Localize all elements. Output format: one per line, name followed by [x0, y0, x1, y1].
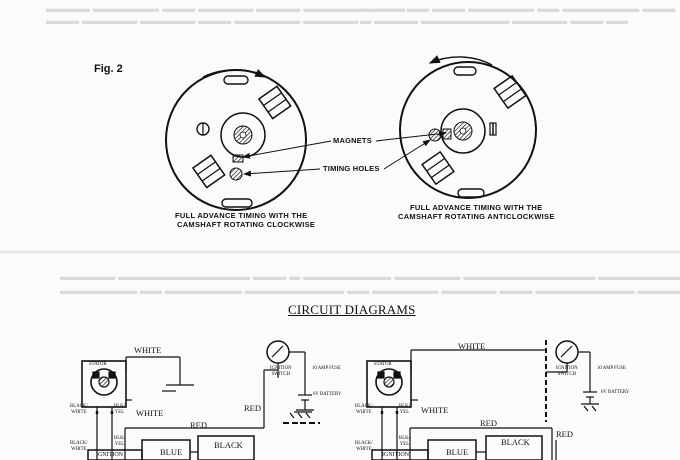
fuse-label: 10 AMP FUSE [312, 366, 341, 371]
figure-label: Fig. 2 [94, 63, 123, 75]
wire-label-black-white-low: BLACK/WHITE [70, 441, 88, 452]
wire-label-black-white: BLACK/WHITE [70, 404, 88, 415]
right-caption-line1: FULL ADVANCE TIMING WITH THE [410, 203, 543, 212]
ignition-module-label: IGNITION [382, 452, 409, 458]
wire-label-blk-yel-low: BLK/YEL [399, 436, 410, 447]
magnets-callout: MAGNETS [333, 136, 372, 145]
left-caption-line2: CAMSHAFT ROTATING CLOCKWISE [177, 220, 316, 229]
timing-holes-callout: TIMING HOLES [323, 164, 380, 173]
right-circuit [366, 340, 599, 460]
wire-label-white: WHITE [136, 408, 164, 418]
callout-lines [242, 130, 447, 177]
ignition-module-label: IGNITION [96, 452, 123, 458]
circuit-diagrams-title: CIRCUIT DIAGRAMS [288, 302, 416, 317]
right-caption-line2: CAMSHAFT ROTATING ANTICLOCKWISE [398, 212, 555, 221]
bleed-through-text: ▬▬▬▬▬ ▬▬▬▬▬▬▬▬▬▬▬▬ ▬▬▬ ▬ ▬▬▬▬▬▬▬▬ ▬▬▬▬▬▬… [60, 271, 680, 283]
blue-component-label: BLUE [446, 447, 469, 457]
right-rotor-disc [399, 55, 537, 199]
black-component-label: BLACK [501, 437, 530, 447]
bleed-through-text: ▬▬▬ ▬▬▬▬▬ ▬▬▬▬▬ ▬▬▬ ▬▬▬▬▬▬ ▬▬▬▬▬ [46, 15, 359, 27]
left-caption-line1: FULL ADVANCE TIMING WITH THE [175, 211, 308, 220]
page-fold [0, 250, 680, 254]
wire-label-red-short: RED [244, 403, 261, 413]
wire-label-white: WHITE [421, 405, 449, 415]
bleed-through-text: ▬▬▬▬ ▬▬ ▬▬▬ ▬▬▬▬▬▬ ▬▬ ▬▬▬▬▬▬▬ ▬▬▬ [360, 3, 676, 15]
bleed-through-text: ▬▬▬▬▬▬▬ ▬▬ ▬▬▬▬▬▬▬ ▬▬▬▬▬▬▬▬▬ ▬▬ ▬▬▬▬▬▬ ▬… [60, 285, 680, 297]
wire-label-blk-yel: BLK/YEL [399, 404, 410, 415]
wire-label-black-white-low: BLACK/WHITE [355, 441, 373, 452]
wire-label-white-top: WHITE [134, 345, 162, 355]
blue-component-label: BLUE [160, 447, 183, 457]
wire-label-red-short: RED [556, 429, 573, 439]
black-component-label: BLACK [214, 440, 243, 450]
bleed-through-text: ▬ ▬▬▬▬ ▬▬▬▬▬▬▬▬ ▬▬▬▬▬ ▬▬▬ ▬▬ [360, 15, 629, 27]
bleed-through-text: ▬▬▬▬ ▬▬▬▬▬▬ ▬▬▬ ▬▬▬▬▬ ▬▬▬▬ ▬▬▬▬▬▬ ▬▬▬ [46, 3, 406, 15]
anticlockwise-arrow-icon [428, 55, 493, 66]
battery-label: 6V BATTERY [313, 392, 342, 397]
clockwise-arrow-icon [202, 68, 267, 78]
wire-label-blk-yel: BLK/YEL [114, 404, 125, 415]
stator-label: STATOR [374, 362, 392, 367]
wire-label-red: RED [480, 418, 497, 428]
wire-label-white-top: WHITE [458, 341, 486, 351]
stator-label: STATOR [89, 362, 107, 367]
wire-label-red: RED [190, 420, 207, 430]
fuse-label: 10 AMP FUSE [597, 366, 626, 371]
battery-label: 6V BATTERY [601, 390, 630, 395]
left-circuit [81, 340, 320, 460]
wire-label-black-white: BLACK/WHITE [355, 404, 373, 415]
left-rotor-disc [165, 68, 307, 211]
wire-label-blk-yel-low: BLK/YEL [114, 436, 125, 447]
